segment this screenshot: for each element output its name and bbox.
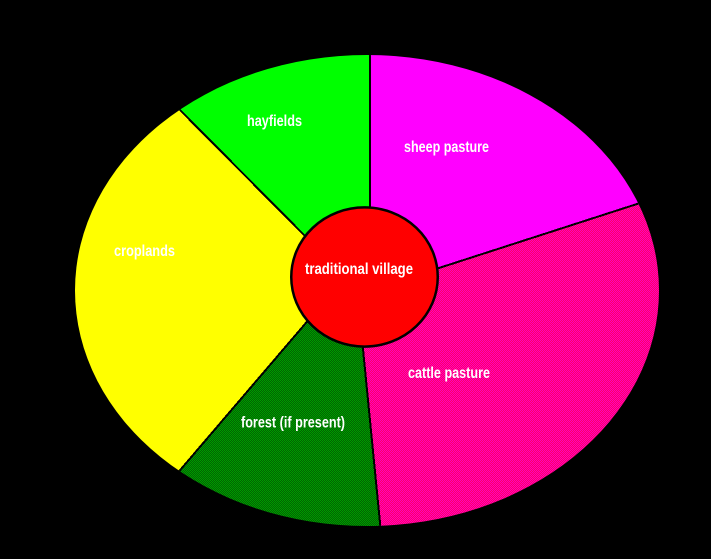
svg-text:forest (if present): forest (if present) [241, 415, 345, 432]
svg-text:sheep pasture: sheep pasture [404, 139, 489, 156]
svg-text:cattle pasture: cattle pasture [408, 365, 490, 382]
svg-text:hayfields: hayfields [247, 113, 302, 130]
svg-text:croplands: croplands [114, 243, 175, 260]
svg-text:traditional village: traditional village [305, 261, 413, 278]
